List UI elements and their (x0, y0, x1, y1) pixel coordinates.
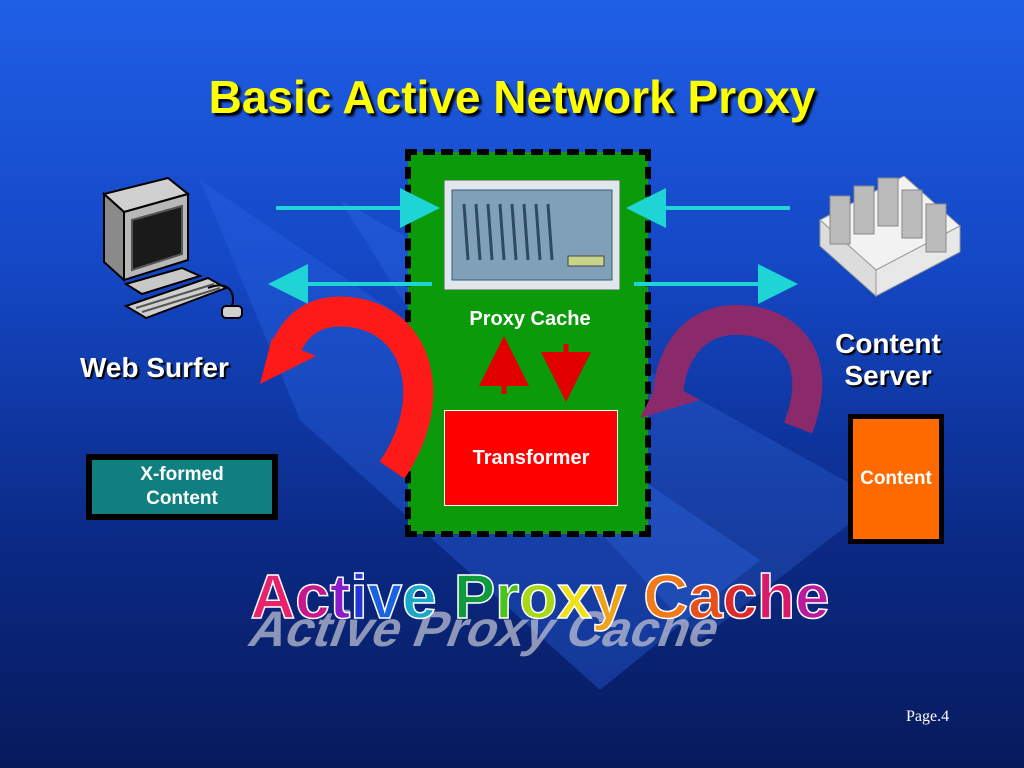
web-surfer-label: Web Surfer (80, 352, 229, 383)
wordart-letter: t (330, 563, 351, 632)
proxy-cache-label: Proxy Cache (469, 308, 591, 330)
wordart-letter: c (295, 563, 329, 632)
wordart-letter: P (454, 563, 495, 632)
computer-icon (101, 176, 243, 320)
wordart-letter (437, 563, 454, 632)
curved-arrow-right (653, 304, 823, 434)
page-title: Basic Active Network Proxy (208, 71, 816, 123)
wordart-letter: x (557, 563, 592, 632)
wordart-letter: e (402, 563, 436, 632)
xformed-line2: Content (146, 488, 218, 509)
content-scroll: Content (848, 414, 944, 544)
svg-text:Active Proxy Cache: Active Proxy Cache (250, 563, 829, 632)
wordart-letter: o (519, 563, 557, 632)
curved-arrow-left (267, 296, 434, 479)
server-icon (819, 176, 961, 298)
wordart-letter: e (795, 563, 829, 632)
transformer-box: Transformer (444, 410, 618, 506)
wordart-letter: r (495, 563, 519, 632)
wordart-letter: y (592, 563, 627, 632)
content-server-label: Content Server (818, 328, 958, 392)
wordart-letter: C (643, 563, 688, 632)
wordart-active-proxy-cache: Active Proxy Cache Active Proxy Cache (242, 562, 830, 656)
wordart-letter: i (350, 563, 367, 632)
content-server-label-line2: Server (844, 360, 932, 391)
wordart-letter: a (688, 563, 723, 632)
wordart-letter: A (250, 563, 295, 632)
wordart-letter: c (723, 563, 757, 632)
content-server-label-line1: Content (835, 328, 941, 359)
wordart-letter (626, 563, 643, 632)
wordart-letter: h (757, 563, 795, 632)
svg-text:Active Proxy Cache: Active Proxy Cache (242, 600, 729, 656)
proxy-appliance-icon (444, 180, 620, 290)
xformed-line1: X-formed (140, 464, 224, 485)
wordart-letter: v (368, 563, 403, 632)
xformed-content-scroll: X-formed Content (86, 454, 278, 520)
page-number: Page.4 (906, 708, 950, 725)
